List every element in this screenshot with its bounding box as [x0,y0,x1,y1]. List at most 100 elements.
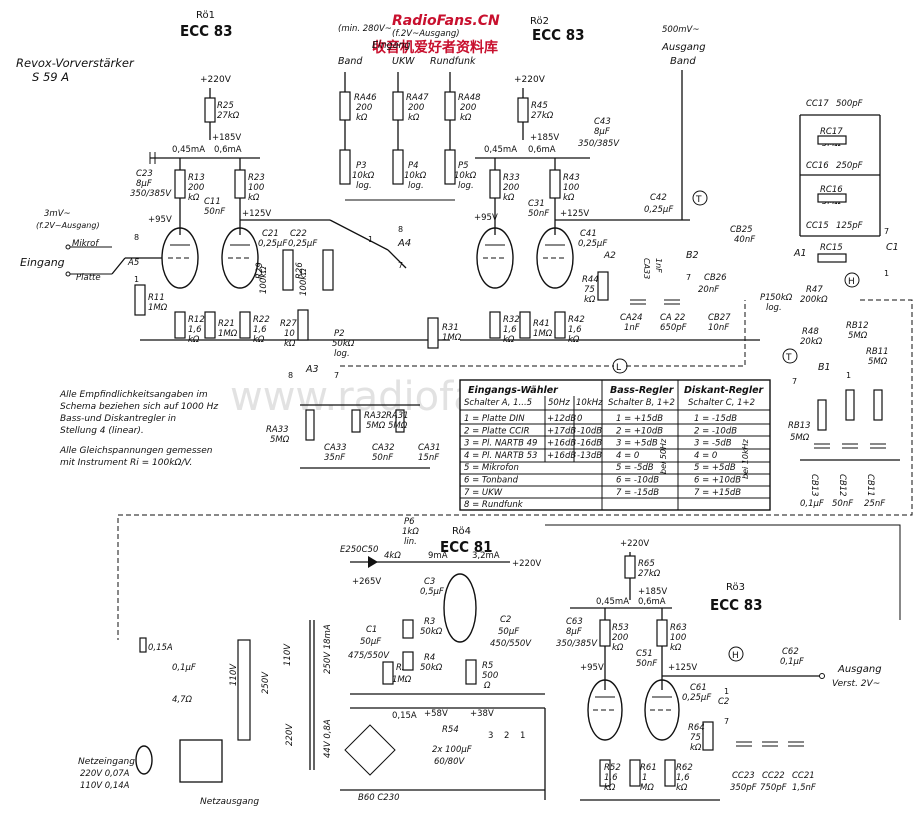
s2-c43-label: C43 [594,117,611,127]
s2-r43 [549,169,561,199]
s1-p2-label: P2 [334,329,345,339]
s1-c23-rating: 350/385V [130,189,172,199]
s1-r26-value: 100kΩ [299,268,309,296]
s2-b125: +125V [560,209,589,219]
a4-input-wire [329,219,389,251]
rb13 [817,399,827,431]
ra47-value: 200 [408,103,424,113]
rb11-value: 5MΩ [868,357,888,367]
switch-a1: A1 [793,248,807,259]
s1-r29-label: R29 [255,262,265,279]
table-cell-a: 4 = Pl. NARTB 53 [464,451,537,461]
supply-i015: 0,15A [392,711,417,721]
ra31 [395,409,405,433]
s2-ca22-value: 650pF [660,323,687,333]
s2-i06: 0,6mA [528,145,556,155]
s1-i045: 0,45mA [172,145,205,155]
heater-tap-3: 3 [488,731,493,741]
ca31-label: CA31 [418,443,441,453]
supply-r4-value: 50kΩ [420,663,443,673]
rect-b60c230: B60 C230 [358,793,400,803]
b1-pos-7: 7 [792,377,797,386]
cb25-value: 40nF [734,235,755,245]
s3-b125: +125V [668,663,697,673]
rb12 [845,389,855,421]
heater-tap-1: 1 [520,731,525,741]
mains-outlet [179,739,223,783]
table-cell-v50: +16dB [547,439,576,449]
tape-out-label1: Ausgang [661,42,706,53]
s3-c62-label: C62 [782,647,799,657]
s2-b220: +220V [514,75,546,85]
s3-b95: +95V [580,663,604,673]
rc17-label: RC17 [820,127,843,137]
ra47-unit: kΩ [408,113,420,123]
s1-b125: +125V [242,209,271,219]
rb12-value: 5MΩ [848,331,868,341]
supply-b58: +58V [424,709,448,719]
note2-line2: mit Instrument Ri = 100kΩ/V. [60,458,192,468]
rc16-label: RC16 [820,185,843,195]
output-jack [819,673,825,679]
cb13-value: 0,1µF [800,499,824,509]
a4-pos-7: 7 [398,261,403,270]
s3-r52-unit: kΩ [604,783,616,793]
s1-r29 [282,249,294,291]
s2-r32-label: R32 [503,315,520,325]
s1-r12-unit: kΩ [188,335,200,345]
s1-r21-value: 1MΩ [218,329,238,339]
ra47-label: RA47 [406,93,429,103]
rb13-label: RB13 [788,421,811,431]
mains-c01: 0,1µF [172,663,196,673]
s3-switch-c2: C2 [718,697,729,707]
s2-ca33-label: CA33 [642,258,651,279]
voltage-selector[interactable] [237,639,251,741]
input-note: (f.2V~Ausgang) [36,221,100,230]
s3-r62-unit: kΩ [676,783,688,793]
s2-r41-label: R41 [533,319,550,329]
marker-t-1: T [695,195,702,205]
note1-line3: Bass-und Diskantregler in [60,414,176,424]
s1-c22-value: 0,25µF [288,239,317,249]
marker-h-circle-1 [844,272,860,288]
s3-triode-b [644,679,680,741]
ra48-value: 200 [460,103,476,113]
supply-b265: +265V [352,577,381,587]
c1-pos-7: 7 [884,227,889,236]
output-label: Ausgang [837,664,882,675]
supply-i32: 3,2mA [472,551,500,561]
ca33-a3-label: CA33 [324,443,347,453]
a5-switch-arm [111,257,126,275]
s1-r12-value: 1,6 [188,325,202,335]
table-cell-c: 7 = +15dB [694,488,741,498]
s3-c51-value: 50nF [636,659,657,669]
table-cell-b: 6 = -10dB [616,476,659,486]
table-cell-v10: 0 [577,414,582,424]
s3-r52-label: R52 [604,763,621,773]
s3-c63-value: 8µF [566,627,582,637]
table-cell-c: 5 = +5dB [694,463,736,473]
fuse [139,637,147,653]
supply-r2-value: 1MΩ [392,675,412,685]
pot-p6-value: 1kΩ [402,527,419,537]
table-cell-v10: -10dB [577,426,602,436]
table-cell-v10: -13dB [577,451,602,461]
s1-r12 [174,311,186,339]
s1-c11-label: C11 [204,197,221,207]
cb11-label: CB11 [865,474,875,497]
table-head-10khz: 10kHz [576,398,603,408]
s3-r53 [599,619,611,647]
title-line1: Revox-Vorverstärker [16,56,135,70]
cb25-label: CB25 [730,225,753,235]
s2-ca24-label: CA24 [620,313,643,323]
tube-r4-ref: Rö4 [452,526,471,537]
table-cell-v50: +12dB [547,414,576,424]
s3-c63-label: C63 [566,617,583,627]
s2-c41-label: C41 [580,229,597,239]
marker-h-2: H [732,651,739,661]
bridge-rectifier [344,724,396,776]
p5-taper: log. [458,181,474,191]
tube-r3-type: ECC 83 [710,596,763,614]
s1-p2-value: 50kΩ [332,339,355,349]
